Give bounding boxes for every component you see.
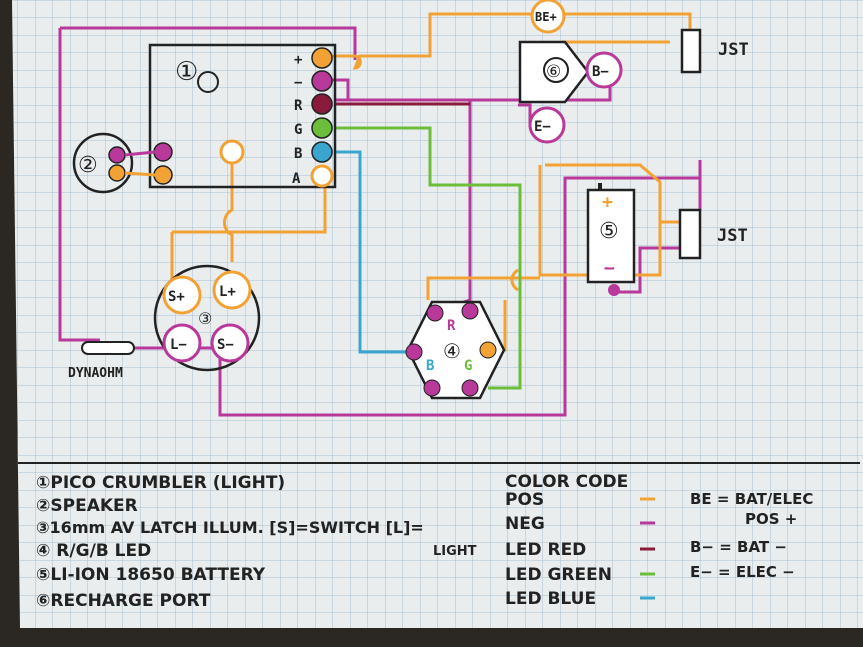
component-1-number: ① [175,57,198,87]
pad-neg-1 [153,142,173,162]
led-pad-top-right [461,302,479,320]
led-label-b: B [426,358,434,374]
speaker-neg [108,146,126,164]
pico-crumbler-board: ① + − R G B A [148,43,337,189]
color-code-legend: COLOR CODE POS NEG LED RED LED GREEN LED… [505,472,655,609]
color-code-green: LED GREEN [505,565,612,585]
pin-a [310,164,334,188]
component-2-number: ② [78,153,98,178]
abbreviation-legend: BE = BAT/ELEC POS + B− = BAT − E− = ELEC… [690,490,813,581]
component-4-number: ④ [443,339,461,363]
led-pad-right [479,341,497,359]
pin-red [311,93,333,115]
jst-top-label: JST [718,40,749,60]
pin-label-r: R [294,98,303,114]
wires-blue [336,150,410,354]
pin-green [311,117,333,139]
switch-label-l-plus: L+ [219,284,236,300]
jst-connector-bottom: JST [678,208,748,260]
wires-green [336,126,522,390]
component-legend: ①PICO CRUMBLER (LIGHT) ②SPEAKER ③16mm AV… [36,473,477,611]
color-code-neg: NEG [505,514,545,534]
color-code-pos: POS [505,490,544,510]
jst-connector-top: JST [680,28,749,74]
switch-label-s-plus: S+ [168,289,185,305]
pin-label-minus: − [294,75,302,91]
switch-l-minus [162,323,202,363]
abbr-em: E− = ELEC − [690,563,795,581]
port-label-em: E− [534,119,551,135]
rgb-led: R B G ④ [405,300,506,400]
switch-label-s-minus: S− [217,337,234,353]
component-5-number: ⑤ [599,219,619,244]
pin-plus [311,47,333,69]
legend-item-3: ③16mm AV LATCH ILLUM. [S]=SWITCH [L]= [36,518,424,537]
dynaohm-resistor: DYNAOHM [68,341,135,381]
led-pad-left [405,343,423,361]
pad-pos-1 [153,165,173,185]
led-label-g: G [464,358,472,374]
component-3-number: ③ [198,309,212,328]
color-code-red: LED RED [505,540,586,560]
pin-blue [311,141,333,163]
pin-label-g: G [294,122,302,138]
jst-bottom-label: JST [717,226,748,246]
legend-item-1: ①PICO CRUMBLER (LIGHT) [36,473,285,493]
led-pad-bottom-left [423,379,441,397]
speaker: ② [72,132,156,194]
pad-switch [219,139,245,165]
port-b-minus [585,51,623,89]
mount-hole [197,71,219,93]
switch-s-plus [162,275,202,315]
battery-minus: − [604,258,615,279]
recharge-port: ⑥ BE+ B− E− [518,0,623,144]
led-pad-bottom-right [461,379,479,397]
pin-minus [311,70,333,92]
port-label-bm: B− [592,64,609,80]
legend-item-4: ④ R/G/B LED [36,541,151,561]
battery-neg-pad [608,284,620,296]
color-code-blue: LED BLUE [505,589,596,609]
switch-s-minus [210,323,250,363]
legend-item-6: ⑥RECHARGE PORT [36,591,211,611]
port-be-plus [530,0,566,34]
port-label-be: BE+ [535,10,557,24]
color-code-title: COLOR CODE [505,472,628,492]
pin-label-b: B [294,146,302,162]
abbr-be: BE = BAT/ELEC [690,490,813,508]
legend-item-2: ②SPEAKER [36,496,138,516]
legend-item-5: ⑤LI-ION 18650 BATTERY [36,565,266,585]
component-6-number: ⑥ [546,62,561,82]
switch-l-plus [212,270,252,310]
av-latch-switch: S+ L+ L− S− ③ [153,264,261,372]
pin-label-a: A [292,171,301,187]
battery-plus: + [602,192,613,213]
li-ion-battery: + ⑤ − [586,183,636,296]
led-pad-top-left [426,304,444,322]
speaker-pos [108,164,126,182]
port-e-minus [528,106,566,144]
dynaohm-label: DYNAOHM [68,366,123,381]
pin-label-plus: + [294,52,302,68]
abbr-pos: POS + [745,510,797,528]
legend-light-word: LIGHT [433,544,477,559]
switch-label-l-minus: L− [170,337,187,353]
led-label-r: R [447,318,456,334]
abbr-bm: B− = BAT − [690,538,787,556]
